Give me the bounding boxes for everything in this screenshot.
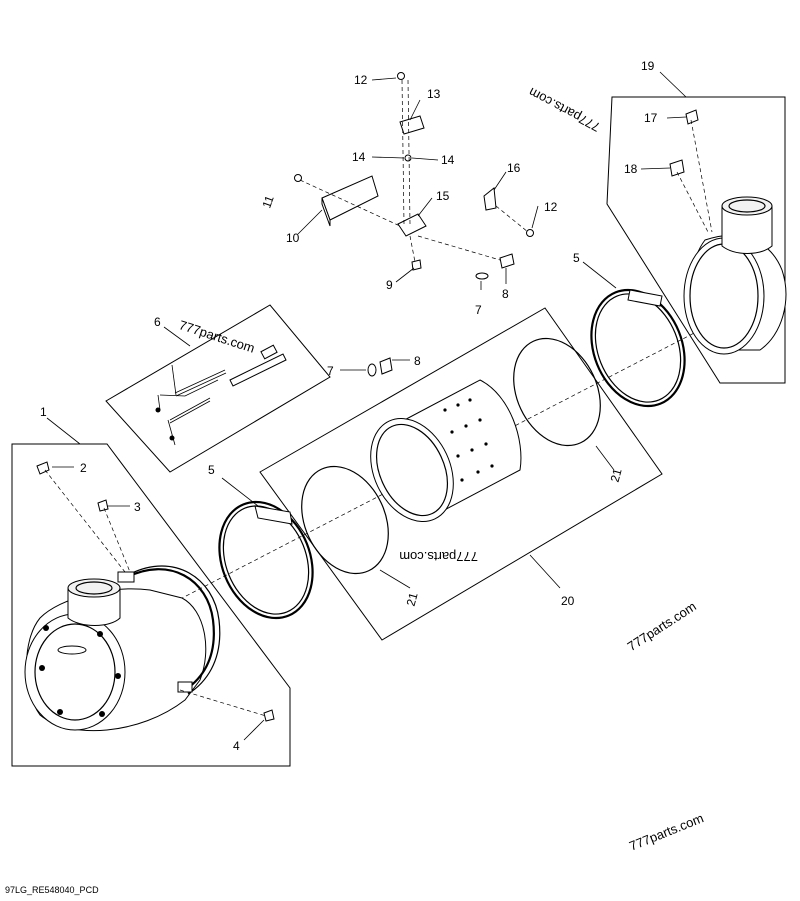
watermark-text: 777parts.com [526,85,603,135]
callout-16: 16 [507,161,521,175]
clamp-item-5-right [590,288,686,408]
callout-12-top: 12 [354,73,368,87]
frame-sensors-6 [105,304,331,473]
spacer-item-14 [404,154,412,162]
watermark-text: 777parts.com [399,549,478,564]
callout-10: 10 [286,231,300,245]
sensor-item-18 [669,159,685,177]
callout-7-upper: 7 [475,303,482,317]
callout-14-right: 14 [441,153,455,167]
clamp-item-5-left [218,500,314,620]
housing-assembly [24,565,221,732]
seal-ring-item-21-right [513,337,601,447]
sensor-kit-item-6 [155,344,287,446]
callout-9: 9 [386,278,393,292]
seal-ring-item-21-left [301,465,389,575]
callout-20: 20 [561,594,575,608]
bolt-item-12-right [526,229,534,237]
nut-item-11 [294,174,302,182]
callout-21-right: 21 [608,467,625,484]
plug-item-4 [263,709,275,722]
callout-3: 3 [134,500,141,514]
fitting-item-8 [379,357,393,375]
watermark-text: 777parts.com [627,810,706,853]
callout-15: 15 [436,189,450,203]
outlet-assembly-item-19 [683,196,787,355]
drawing-code: 97LG_RE548040_PCD [5,885,99,895]
frame-housing-1 [11,443,291,767]
callout-17: 17 [644,111,658,125]
watermark-text: 777parts.com [625,599,699,654]
callout-6: 6 [154,315,161,329]
fitting-item-17 [685,109,699,125]
callout-13: 13 [427,87,441,101]
washer-item-7 [367,363,377,377]
callout-1: 1 [40,405,47,419]
canister-item-20 [370,379,522,523]
bolt-item-12-top [397,72,405,80]
plate-item-10 [321,175,379,227]
bracket-item-15 [397,213,427,237]
callout-8-lower: 8 [414,354,421,368]
callout-12-right: 12 [544,200,558,214]
callout-11: 11 [259,193,277,210]
clip-item-3 [97,499,109,512]
plate-item-13 [399,115,425,135]
callout-5-right: 5 [573,251,580,265]
callout-2: 2 [80,461,87,475]
watermark-text: 777parts.com [177,317,257,356]
bracket-item-16 [483,187,497,211]
callout-18: 18 [624,162,638,176]
frame-outlet-19 [606,96,786,384]
cap-item-2 [36,461,50,475]
callout-21-left: 21 [404,591,421,608]
callout-5-left: 5 [208,463,215,477]
fitting-item-8-upper [499,253,515,269]
callout-19: 19 [641,59,655,73]
bolt-item-9 [411,259,422,271]
callout-4: 4 [233,739,240,753]
callout-8-upper: 8 [502,287,509,301]
frame-canister-20 [259,307,663,641]
callout-7-lower: 7 [327,364,334,378]
washer-item-7-upper [475,272,489,280]
callout-14-left: 14 [352,150,366,164]
